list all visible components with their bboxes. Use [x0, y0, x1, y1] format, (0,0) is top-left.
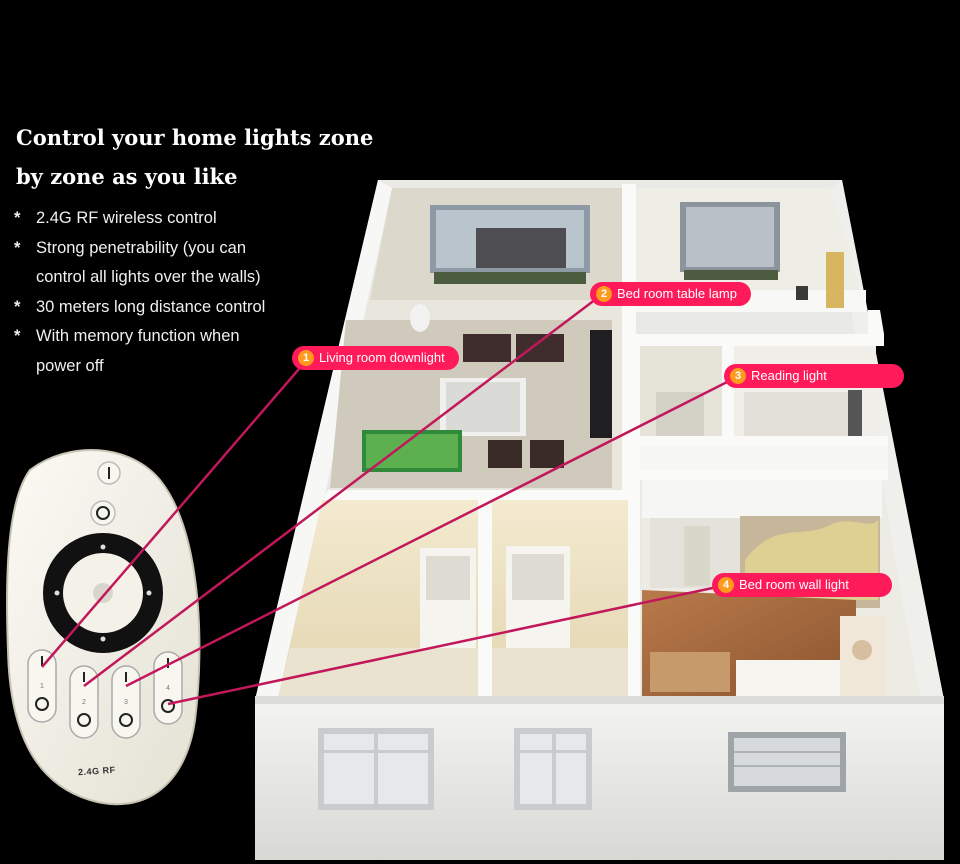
- feature-item: * 30 meters long distance control: [14, 293, 265, 323]
- headline: Control your home lights zone by zone as…: [16, 118, 373, 196]
- feature-text: 30 meters long distance control: [36, 297, 266, 316]
- front-windows: [318, 728, 846, 810]
- connector-line-4: [167, 584, 723, 706]
- bottom-left-rooms: [278, 500, 628, 698]
- zone-label: Bed room wall light: [739, 577, 849, 592]
- bullet-glyph: *: [14, 209, 21, 227]
- headline-line-1: Control your home lights zone: [16, 125, 374, 150]
- zone-number-badge: 3: [730, 368, 746, 384]
- zone-label: Reading light: [751, 368, 827, 383]
- bedroom-top-right: [636, 188, 866, 312]
- bullet-glyph: *: [14, 297, 21, 316]
- remote-key-label-4: 4: [166, 685, 170, 692]
- remote-key-label-1: 1: [40, 683, 44, 690]
- remote-zone-keys: [27, 649, 183, 739]
- feature-text: 2.4G RF wireless control: [36, 209, 217, 227]
- zone-label: Living room downlight: [319, 350, 445, 365]
- remote-key-label-3: 3: [124, 699, 128, 706]
- bullet-glyph: *: [14, 238, 21, 257]
- zone-tag-reading-light: 3 Reading light: [724, 364, 904, 388]
- feature-list: * 2.4G RF wireless control * Strong pene…: [14, 204, 265, 381]
- internal-walls: [255, 184, 944, 704]
- zone-tag-bed-room-table-lamp: 2 Bed room table lamp: [590, 282, 751, 306]
- feature-text-continued: power off: [36, 356, 104, 375]
- remote-control: 1 2 3 4: [6, 448, 201, 806]
- zone-tag-living-room-downlight: 1 Living room downlight: [292, 346, 459, 370]
- connector-line-1: [41, 361, 306, 668]
- connector-line-2: [83, 295, 601, 687]
- feature-text-continued: control all lights over the walls): [36, 268, 261, 286]
- bullet-glyph: *: [14, 327, 21, 345]
- zone-number-badge: 1: [298, 350, 314, 366]
- feature-text: Strong penetrability (you can: [36, 238, 247, 257]
- feature-item: * 2.4G RF wireless control: [14, 204, 265, 234]
- zone-label: Bed room table lamp: [617, 286, 737, 301]
- connector-line-3: [125, 376, 736, 688]
- zone-tag-bed-room-wall-light: 4 Bed room wall light: [712, 573, 892, 597]
- remote-key-label-2: 2: [82, 699, 86, 706]
- living-room: [330, 188, 622, 490]
- feature-item: * Strong penetrability (you can control …: [14, 234, 265, 293]
- feature-text: With memory function when: [36, 327, 240, 345]
- zone-number-badge: 2: [596, 286, 612, 302]
- feature-item: * With memory function when power off: [14, 322, 265, 381]
- headline-line-2: by zone as you like: [16, 164, 238, 189]
- zone-connector-lines: [41, 295, 736, 706]
- remote-power-off-button: [90, 500, 116, 526]
- zone-number-badge: 4: [718, 577, 734, 593]
